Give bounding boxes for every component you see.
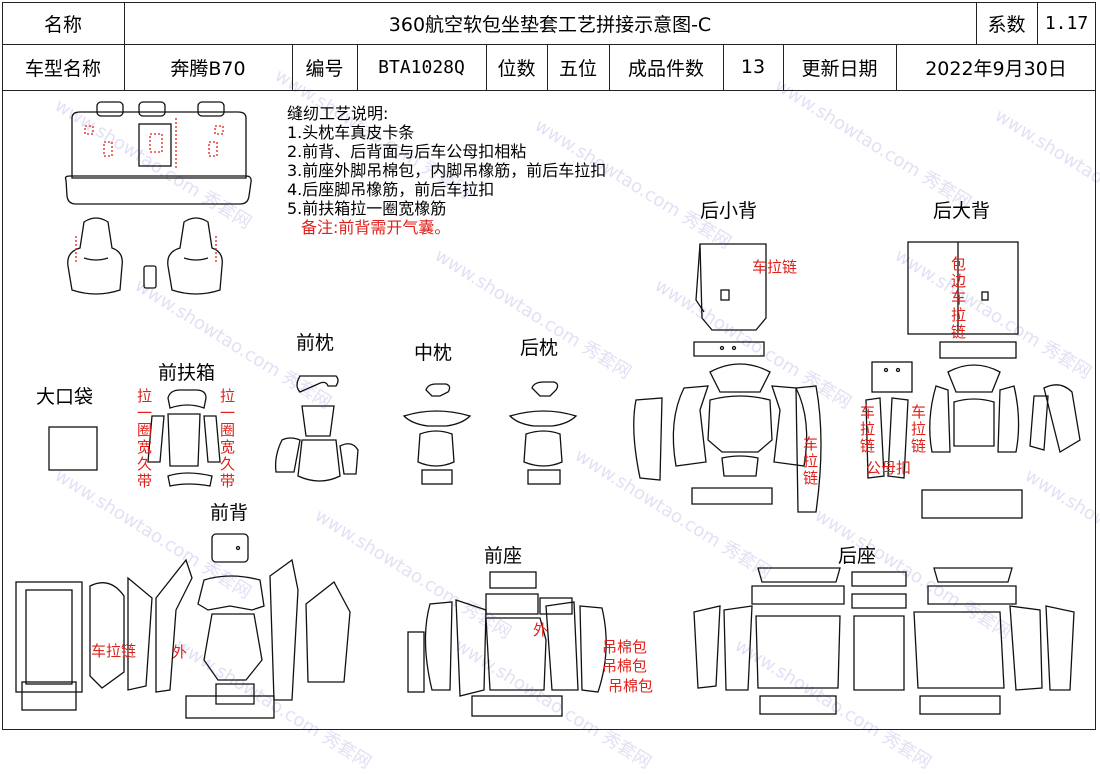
col-divider (357, 44, 358, 90)
coefficient-label: 系数 (987, 13, 1026, 36)
col-divider (783, 44, 784, 90)
annotation-outer-front-back: 外 (172, 643, 188, 661)
rear-small-back-pieces (693, 243, 767, 357)
col-divider (896, 44, 897, 90)
note-item: 3.前座外脚吊棉包，内脚吊橡筋，前后车拉扣 (287, 161, 607, 180)
pieces-label: 成品件数 (627, 57, 704, 80)
col-divider (723, 44, 724, 90)
header-divider-2 (2, 90, 1096, 91)
code-value: BTA1028Q (378, 56, 465, 78)
label-rear-pillow: 后枕 (520, 337, 559, 359)
col-divider (547, 44, 548, 90)
model-label: 车型名称 (24, 57, 101, 80)
label-mid-pillow: 中枕 (414, 342, 453, 364)
front-seat-pieces (407, 571, 607, 717)
front-seat-thumbnails (67, 217, 223, 295)
model-value: 奔腾B70 (170, 57, 246, 80)
annotation-hang-cotton-2: 吊棉包 (602, 657, 648, 675)
date-value: 2022年9月30日 (925, 57, 1067, 80)
note-item: 2.前背、后背面与后车公母扣相粘 (287, 142, 527, 161)
rear-seat-pieces (693, 567, 1075, 715)
sheet-frame (2, 2, 1096, 730)
annotation-outer-front-seat: 外 (533, 621, 549, 639)
col-divider (609, 44, 610, 90)
col-divider (976, 2, 977, 44)
label-front-back: 前背 (210, 502, 249, 524)
col-divider (292, 44, 293, 90)
seats-value: 五位 (558, 57, 597, 80)
sewing-notes: 缝纫工艺说明: 1.头枕车真皮卡条 2.前背、后背面与后车公母扣相粘 3.前座外… (287, 104, 606, 237)
rear-pillow-pieces (508, 381, 578, 485)
annotation-snap: 公母扣 (866, 459, 912, 477)
label-rear-small-back: 后小背 (700, 200, 758, 222)
annotation-zipper-rear-left: 车拉链 (859, 403, 875, 455)
label-rear-big-back: 后大背 (933, 200, 991, 222)
pattern-drawing (15, 101, 1081, 719)
front-armrest-pieces (147, 389, 221, 487)
col-divider (1037, 2, 1038, 44)
coefficient-value: 1.17 (1044, 12, 1089, 34)
rear-big-back-pieces (907, 241, 1019, 359)
annotation-wide-band-right: 拉一圈宽久带 (219, 387, 235, 490)
pieces-value: 13 (740, 56, 766, 78)
annotation-zipper: 车拉链 (752, 258, 798, 276)
note-item: 1.头枕车真皮卡条 (287, 123, 415, 142)
annotation-hang-cotton-3: 吊棉包 (608, 677, 654, 695)
notes-heading: 缝纫工艺说明: (287, 104, 389, 123)
annotation-zipper-front-back: 车拉链 (802, 435, 818, 487)
annotation-hang-cotton-1: 吊棉包 (602, 638, 648, 656)
label-front-seat: 前座 (484, 545, 523, 567)
header-divider-1 (2, 44, 1096, 45)
seats-label: 位数 (497, 57, 536, 80)
label-front-armrest: 前扶箱 (158, 362, 216, 384)
annotation-zipper-rear-right: 车拉链 (910, 403, 926, 455)
label-rear-seat: 后座 (838, 545, 877, 567)
big-pocket-panel (48, 426, 98, 471)
front-pillow-pieces (274, 375, 359, 482)
note-item: 4.后座脚吊橡筋，前后车拉扣 (287, 180, 495, 199)
label-front-pillow: 前枕 (296, 332, 335, 354)
rear-back-lower-pieces (865, 361, 1081, 519)
mid-pillow-pieces (402, 383, 472, 485)
date-label: 更新日期 (801, 57, 878, 80)
note-item: 5.前扶箱拉一圈宽橡筋 (287, 199, 447, 218)
annotation-wide-band-left: 拉一圈宽久带 (136, 387, 152, 490)
annotation-zipper-front-back-lower: 车拉链 (91, 642, 137, 660)
col-divider (486, 44, 487, 90)
rear-bench-thumbnail (64, 101, 252, 205)
name-label: 名称 (43, 13, 82, 36)
notes-remark: 备注:前背需开气囊。 (301, 218, 451, 237)
annotation-edge-zipper: 包边车拉链 (950, 255, 966, 341)
col-divider (124, 2, 125, 90)
sheet-title: 360航空软包坐垫套工艺拼接示意图-C (388, 13, 712, 36)
front-back-lower-pieces (15, 533, 351, 719)
label-big-pocket: 大口袋 (36, 386, 94, 408)
front-back-upper-pieces (633, 363, 822, 513)
code-label: 编号 (305, 57, 344, 80)
